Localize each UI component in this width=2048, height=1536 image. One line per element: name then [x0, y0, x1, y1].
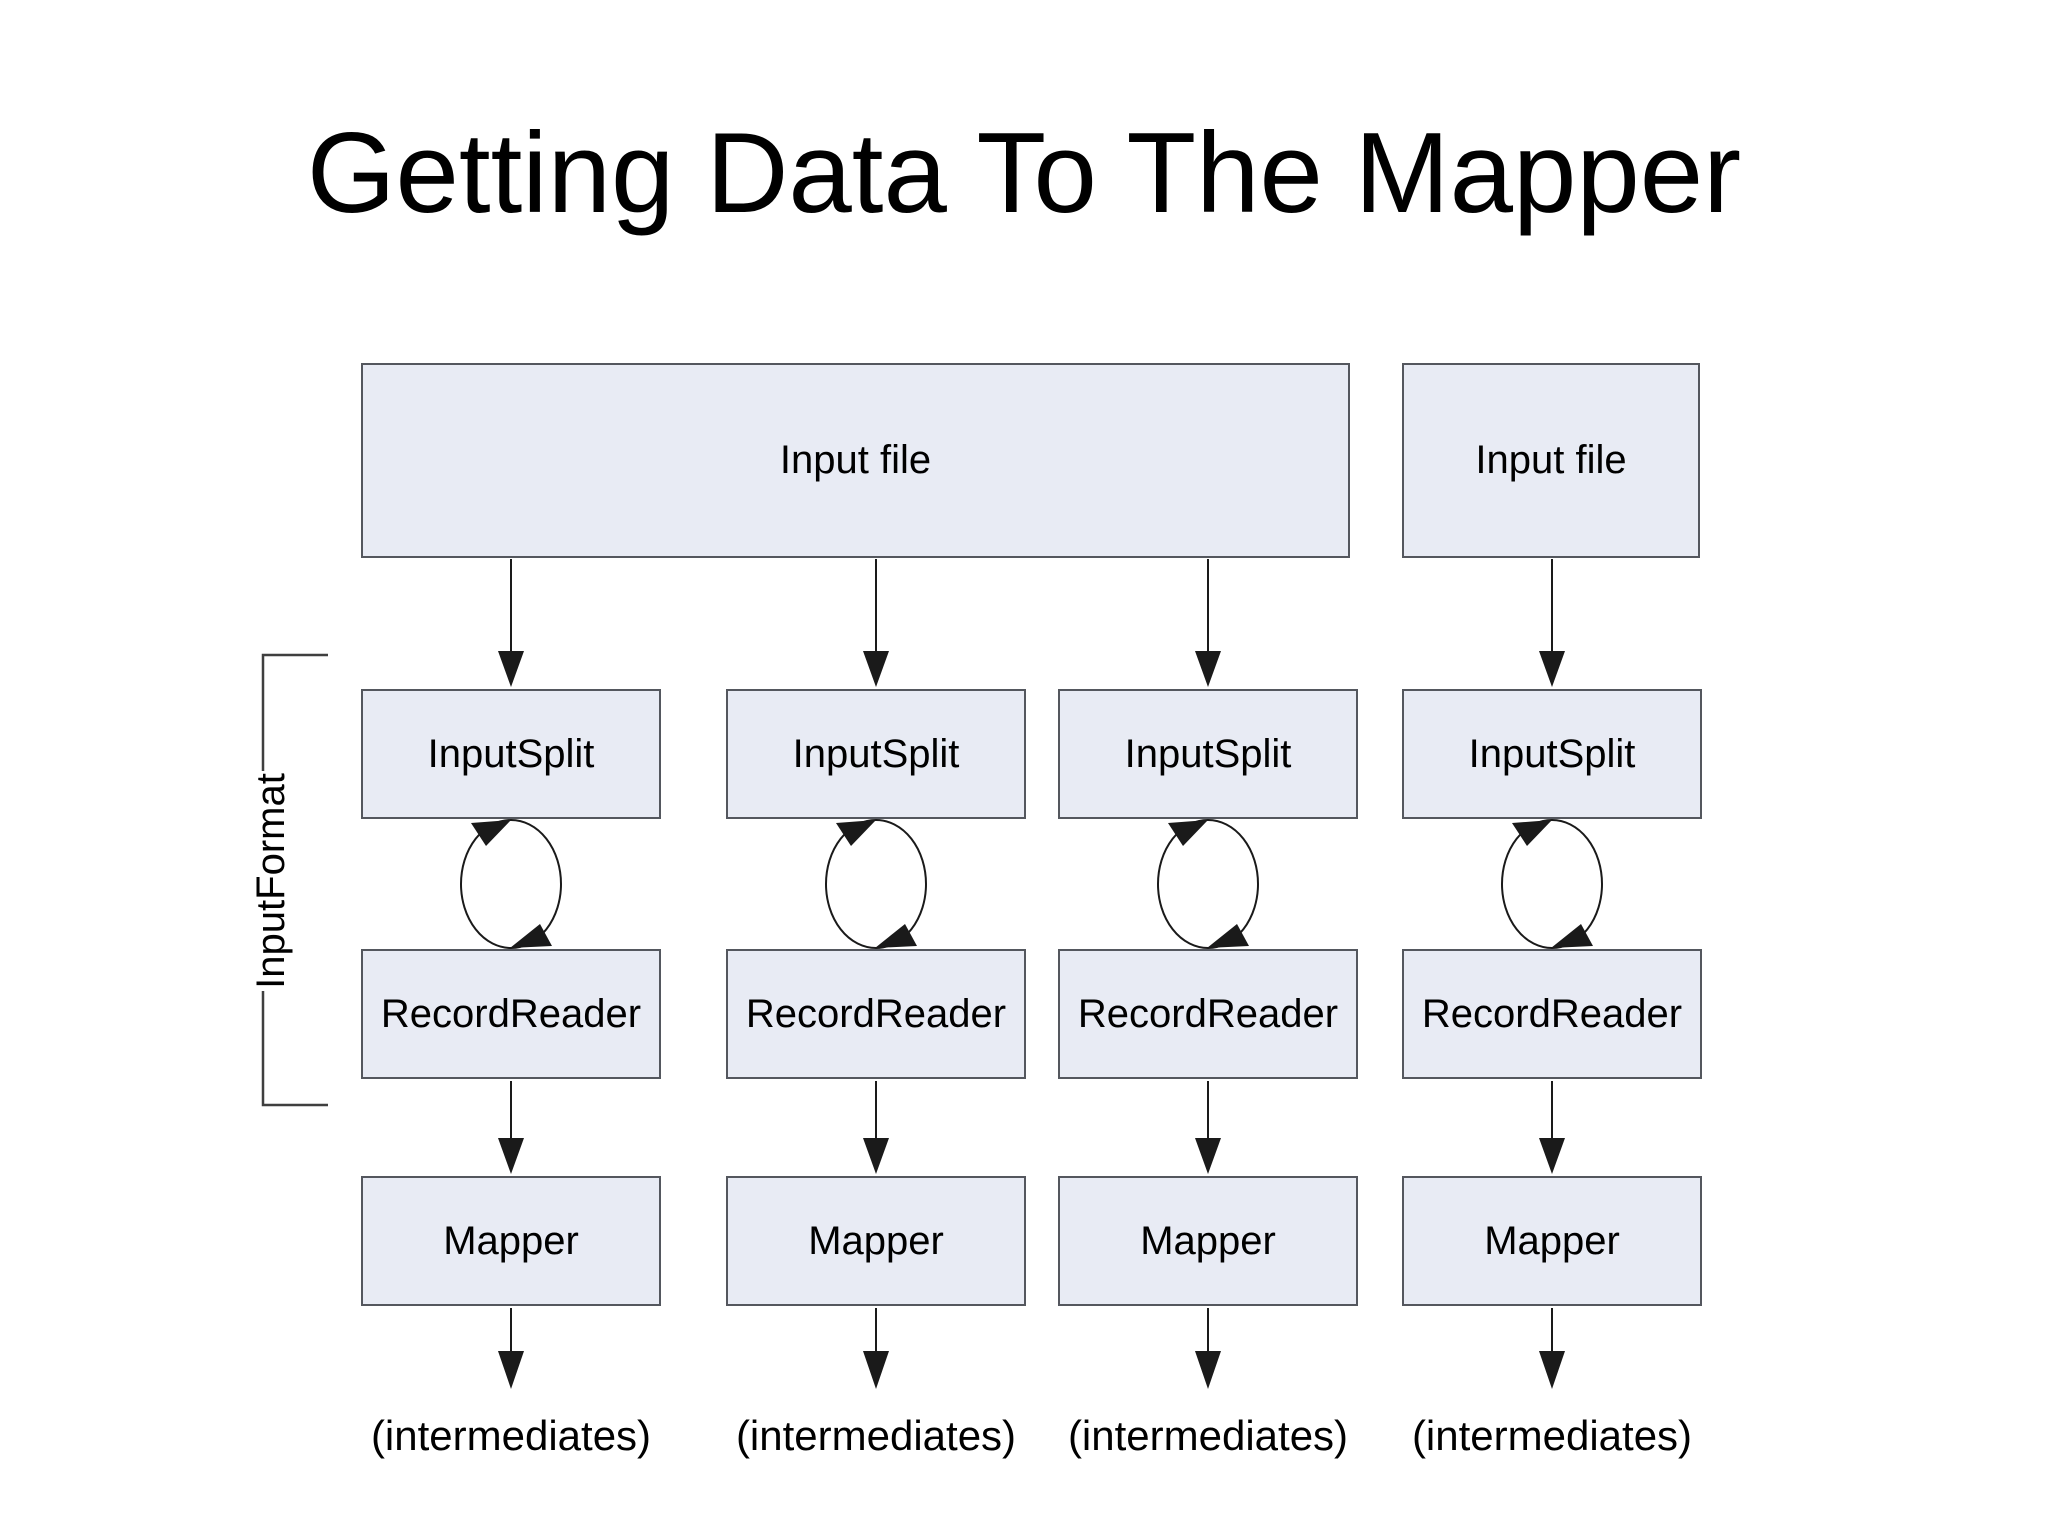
loop-ellipse	[1157, 819, 1259, 949]
input-file-label: Input file	[779, 438, 932, 482]
input-file-box-secondary: Input file	[1402, 363, 1700, 558]
mapper-box-col2: Mapper	[726, 1176, 1026, 1306]
inputsplit-label: InputSplit	[1124, 731, 1292, 776]
recordreader-label: RecordReader	[1421, 991, 1683, 1036]
arrowhead-icon	[863, 651, 889, 687]
arrowhead-icon	[863, 1138, 889, 1174]
loop-arrowhead-up-icon	[471, 820, 511, 846]
loop-ellipse	[1501, 819, 1603, 949]
arrowhead-icon	[498, 1351, 524, 1389]
recordreader-box-col1: RecordReader	[361, 949, 661, 1079]
recordreader-box-col2: RecordReader	[726, 949, 1026, 1079]
inputsplit-label: InputSplit	[1468, 731, 1636, 776]
inputformat-group-label: InputFormat	[242, 771, 300, 991]
loop-arrowhead-down-icon	[1551, 924, 1593, 948]
mapper-box-col4: Mapper	[1402, 1176, 1702, 1306]
arrow-inputfile-to-inputsplit-col1	[498, 559, 524, 687]
inputsplit-label: InputSplit	[792, 731, 960, 776]
mapper-label: Mapper	[1140, 1218, 1276, 1263]
arrow-recordreader-to-mapper-col1	[498, 1081, 524, 1174]
input-file-label: Input file	[1475, 438, 1627, 482]
arrow-mapper-to-intermediates-col2	[863, 1308, 889, 1389]
loop-inputsplit-recordreader-col3	[1157, 819, 1259, 949]
intermediates-label-col4: (intermediates)	[1411, 1412, 1693, 1459]
arrowhead-icon	[1195, 651, 1221, 687]
arrow-mapper-to-intermediates-col3	[1195, 1308, 1221, 1389]
arrowhead-icon	[1539, 651, 1565, 687]
arrowhead-icon	[498, 1138, 524, 1174]
recordreader-label: RecordReader	[380, 991, 642, 1036]
loop-inputsplit-recordreader-col4	[1501, 819, 1603, 949]
arrow-recordreader-to-mapper-col4	[1539, 1081, 1565, 1174]
loop-inputsplit-recordreader-col1	[460, 819, 562, 949]
mapper-box-col1: Mapper	[361, 1176, 661, 1306]
loop-ellipse	[825, 819, 927, 949]
slide-title: Getting Data To The Mapper	[306, 110, 1742, 237]
inputsplit-label: InputSplit	[427, 731, 595, 776]
arrowhead-icon	[1195, 1351, 1221, 1389]
arrow-mapper-to-intermediates-col1	[498, 1308, 524, 1389]
arrow-recordreader-to-mapper-col3	[1195, 1081, 1221, 1174]
loop-arrowhead-down-icon	[875, 924, 917, 948]
loop-ellipse	[460, 819, 562, 949]
inputsplit-box-col2: InputSplit	[726, 689, 1026, 819]
arrow-inputfile-to-inputsplit-col3	[1195, 559, 1221, 687]
intermediates-label-col1: (intermediates)	[370, 1412, 652, 1459]
loop-arrowhead-up-icon	[1168, 820, 1208, 846]
inputsplit-box-col1: InputSplit	[361, 689, 661, 819]
loop-arrowhead-up-icon	[836, 820, 876, 846]
recordreader-box-col4: RecordReader	[1402, 949, 1702, 1079]
recordreader-box-col3: RecordReader	[1058, 949, 1358, 1079]
mapper-label: Mapper	[443, 1218, 579, 1263]
intermediates-label-col3: (intermediates)	[1067, 1412, 1349, 1459]
loop-arrowhead-down-icon	[1207, 924, 1249, 948]
loop-arrowhead-up-icon	[1512, 820, 1552, 846]
arrow-inputfile-to-inputsplit-col2	[863, 559, 889, 687]
arrow-recordreader-to-mapper-col2	[863, 1081, 889, 1174]
mapper-label: Mapper	[1484, 1218, 1620, 1263]
arrowhead-icon	[1539, 1138, 1565, 1174]
inputsplit-box-col4: InputSplit	[1402, 689, 1702, 819]
intermediates-label-col2: (intermediates)	[735, 1412, 1017, 1459]
recordreader-label: RecordReader	[1077, 991, 1339, 1036]
loop-inputsplit-recordreader-col2	[825, 819, 927, 949]
arrowhead-icon	[1195, 1138, 1221, 1174]
mapper-label: Mapper	[808, 1218, 944, 1263]
arrow-mapper-to-intermediates-col4	[1539, 1308, 1565, 1389]
inputsplit-box-col3: InputSplit	[1058, 689, 1358, 819]
recordreader-label: RecordReader	[745, 991, 1007, 1036]
arrowhead-icon	[498, 651, 524, 687]
loop-arrowhead-down-icon	[510, 924, 552, 948]
arrowhead-icon	[863, 1351, 889, 1389]
input-file-box-main: Input file	[361, 363, 1350, 558]
arrow-inputfile-to-inputsplit-col4	[1539, 559, 1565, 687]
arrowhead-icon	[1539, 1351, 1565, 1389]
mapper-box-col3: Mapper	[1058, 1176, 1358, 1306]
